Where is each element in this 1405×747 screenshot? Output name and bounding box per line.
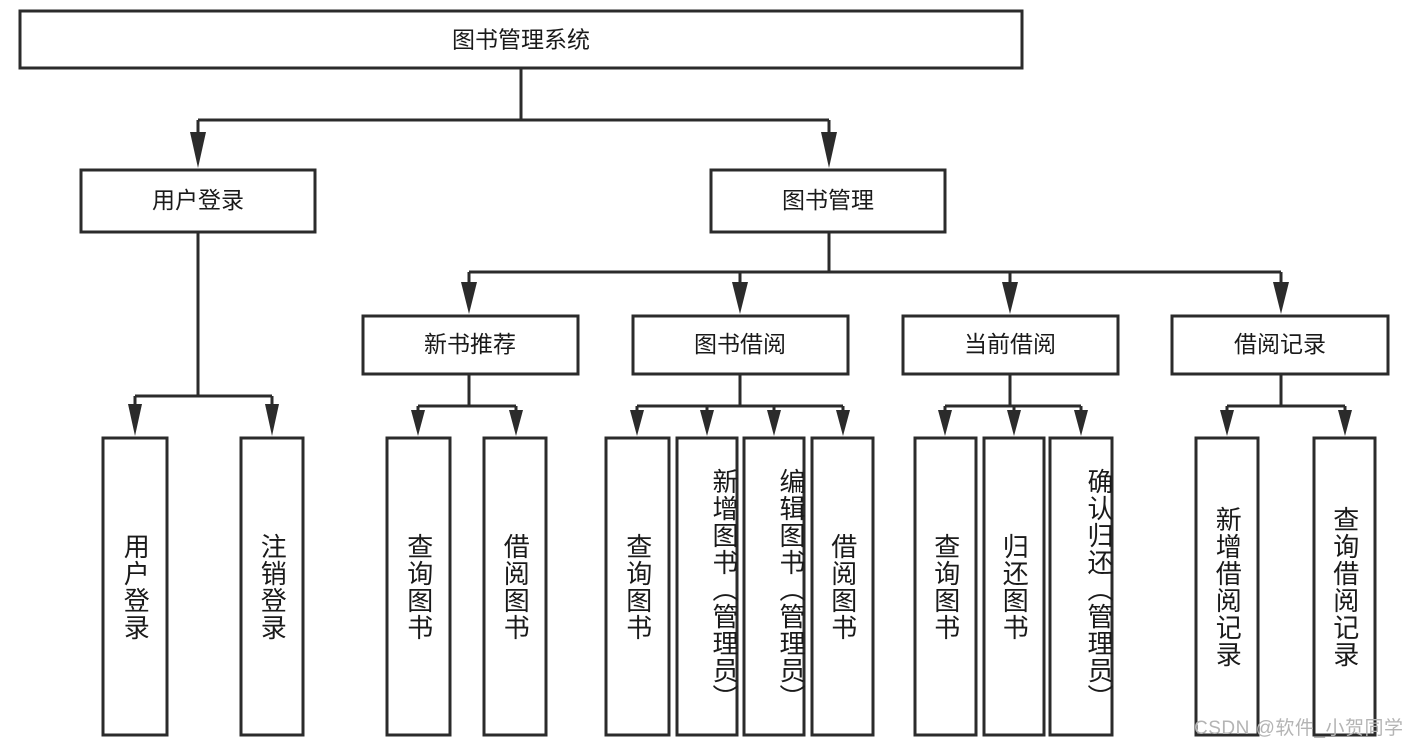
watermark-text: CSDN @软件_小贺同学 bbox=[1194, 718, 1404, 739]
arrowhead-leaf-query-book-recommend bbox=[411, 410, 425, 436]
arrowhead-leaf-confirm-return bbox=[1074, 410, 1088, 436]
node-box-leaf-query-book-borrow[interactable] bbox=[604, 436, 671, 737]
arrowhead-leaf-add-borrow-record bbox=[1220, 410, 1234, 436]
arrowhead-leaf-borrow-book-recommend bbox=[509, 410, 523, 436]
node-label-book-borrow: 图书借阅 bbox=[694, 331, 786, 357]
arrowhead-leaf-user-login bbox=[128, 404, 142, 436]
arrowhead-leaf-add-book bbox=[700, 410, 714, 436]
node-box-book-management[interactable] bbox=[709, 168, 947, 234]
node-box-new-book-recommend[interactable] bbox=[361, 314, 580, 376]
node-box-leaf-user-login[interactable] bbox=[101, 436, 169, 737]
arrowhead-book-management bbox=[821, 132, 837, 168]
arrowhead-current-borrow bbox=[1002, 282, 1018, 314]
node-box-leaf-add-borrow-record[interactable] bbox=[1194, 436, 1260, 737]
node-box-leaf-edit-book[interactable] bbox=[742, 436, 806, 737]
node-box-leaf-query-book-current[interactable] bbox=[913, 436, 978, 737]
node-box-book-borrow[interactable] bbox=[631, 314, 850, 376]
arrowhead-leaf-query-book-current bbox=[938, 410, 952, 436]
node-box-leaf-confirm-return[interactable] bbox=[1048, 436, 1114, 737]
arrowhead-leaf-edit-book bbox=[767, 410, 781, 436]
arrowhead-book-borrow bbox=[732, 282, 748, 314]
node-box-leaf-return-book[interactable] bbox=[982, 436, 1046, 737]
node-box-user-login[interactable] bbox=[79, 168, 317, 234]
node-box-leaf-query-book-recommend[interactable] bbox=[385, 436, 452, 737]
node-box-leaf-borrow-book[interactable] bbox=[810, 436, 875, 737]
node-label-new-book-recommend: 新书推荐 bbox=[424, 331, 516, 357]
node-label-book-management: 图书管理 bbox=[782, 187, 874, 213]
arrowhead-leaf-borrow-book bbox=[836, 410, 850, 436]
node-box-root[interactable] bbox=[18, 9, 1024, 70]
arrowhead-leaf-query-book-borrow bbox=[630, 410, 644, 436]
arrowhead-leaf-logout-login bbox=[265, 404, 279, 436]
arrowhead-borrow-records bbox=[1273, 282, 1289, 314]
arrowhead-leaf-return-book bbox=[1007, 410, 1021, 436]
node-box-leaf-borrow-book-recommend[interactable] bbox=[482, 436, 548, 737]
node-box-leaf-logout-login[interactable] bbox=[239, 436, 305, 737]
arrowhead-new-book-recommend bbox=[461, 282, 477, 314]
node-label-current-borrow: 当前借阅 bbox=[964, 331, 1056, 357]
node-box-borrow-records[interactable] bbox=[1170, 314, 1390, 376]
nodes-layer: 图书管理系统 用户登录 图书管理 新书推荐 图书借阅 当前借阅 借阅记录 bbox=[18, 9, 1390, 737]
node-box-current-borrow[interactable] bbox=[901, 314, 1120, 376]
node-label-root: 图书管理系统 bbox=[452, 27, 590, 53]
arrowhead-leaf-query-borrow-record bbox=[1338, 410, 1352, 436]
node-label-user-login: 用户登录 bbox=[152, 187, 244, 213]
node-label-borrow-records: 借阅记录 bbox=[1234, 331, 1326, 357]
node-box-leaf-query-borrow-record[interactable] bbox=[1312, 436, 1377, 737]
edges-layer bbox=[128, 68, 1352, 436]
node-box-leaf-add-book[interactable] bbox=[675, 436, 739, 737]
arrowhead-user-login bbox=[190, 132, 206, 168]
